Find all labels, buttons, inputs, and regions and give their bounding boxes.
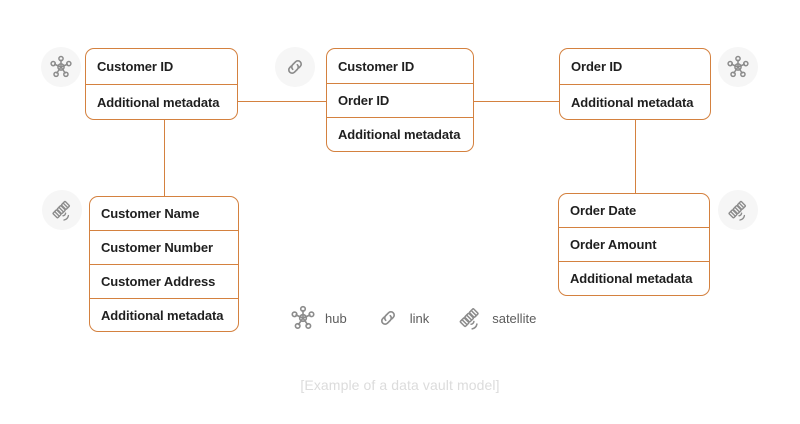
entity-row: Customer ID (338, 58, 415, 74)
entity-row: Customer Address (90, 264, 238, 298)
entity-row: Additional metadata (560, 84, 710, 119)
link-icon (373, 303, 403, 333)
order-satellite-badge (718, 190, 758, 230)
legend: hub link (288, 303, 536, 333)
entity-row: Additional metadata (559, 261, 709, 295)
legend-label: satellite (492, 310, 537, 326)
link-badge (275, 47, 315, 87)
legend-item-satellite: satellite (455, 303, 536, 333)
hub-icon (49, 55, 73, 79)
entity-customer-satellite[interactable]: Customer Name Customer Number Customer A… (89, 196, 239, 332)
entity-row: Order ID (571, 59, 623, 74)
connector-order-hub-to-satellite (635, 119, 637, 193)
hub-icon (726, 55, 750, 79)
legend-label: hub (325, 310, 347, 326)
entity-row: Order Amount (559, 227, 709, 261)
entity-customer-order-link[interactable]: Customer ID Order ID Additional metadata (326, 48, 474, 152)
satellite-icon (50, 198, 74, 222)
connector-link-to-order-hub (473, 101, 559, 103)
legend-item-link: link (373, 303, 430, 333)
entity-row: Customer Number (90, 230, 238, 264)
connector-customer-hub-to-satellite (164, 119, 166, 197)
entity-order-satellite[interactable]: Order Date Order Amount Additional metad… (558, 193, 710, 296)
customer-hub-badge (41, 47, 81, 87)
legend-label: link (409, 310, 430, 326)
hub-icon (288, 303, 318, 333)
entity-row: Customer Name (101, 206, 200, 221)
entity-row: Additional metadata (327, 117, 473, 151)
entity-customer-hub[interactable]: Customer ID Additional metadata (85, 48, 238, 120)
customer-satellite-badge (42, 190, 82, 230)
figure-caption: [Example of a data vault model] (300, 377, 500, 393)
entity-row: Additional metadata (90, 298, 238, 331)
order-hub-badge (718, 47, 758, 87)
satellite-icon (455, 303, 485, 333)
entity-row: Order Date (570, 203, 637, 218)
satellite-icon (726, 198, 750, 222)
connector-customer-hub-to-link (238, 101, 326, 103)
legend-item-hub: hub (288, 303, 347, 333)
entity-row: Customer ID (97, 59, 174, 74)
entity-row: Order ID (327, 83, 473, 117)
link-icon (284, 56, 306, 78)
entity-row: Additional metadata (86, 84, 237, 119)
entity-order-hub[interactable]: Order ID Additional metadata (559, 48, 711, 120)
